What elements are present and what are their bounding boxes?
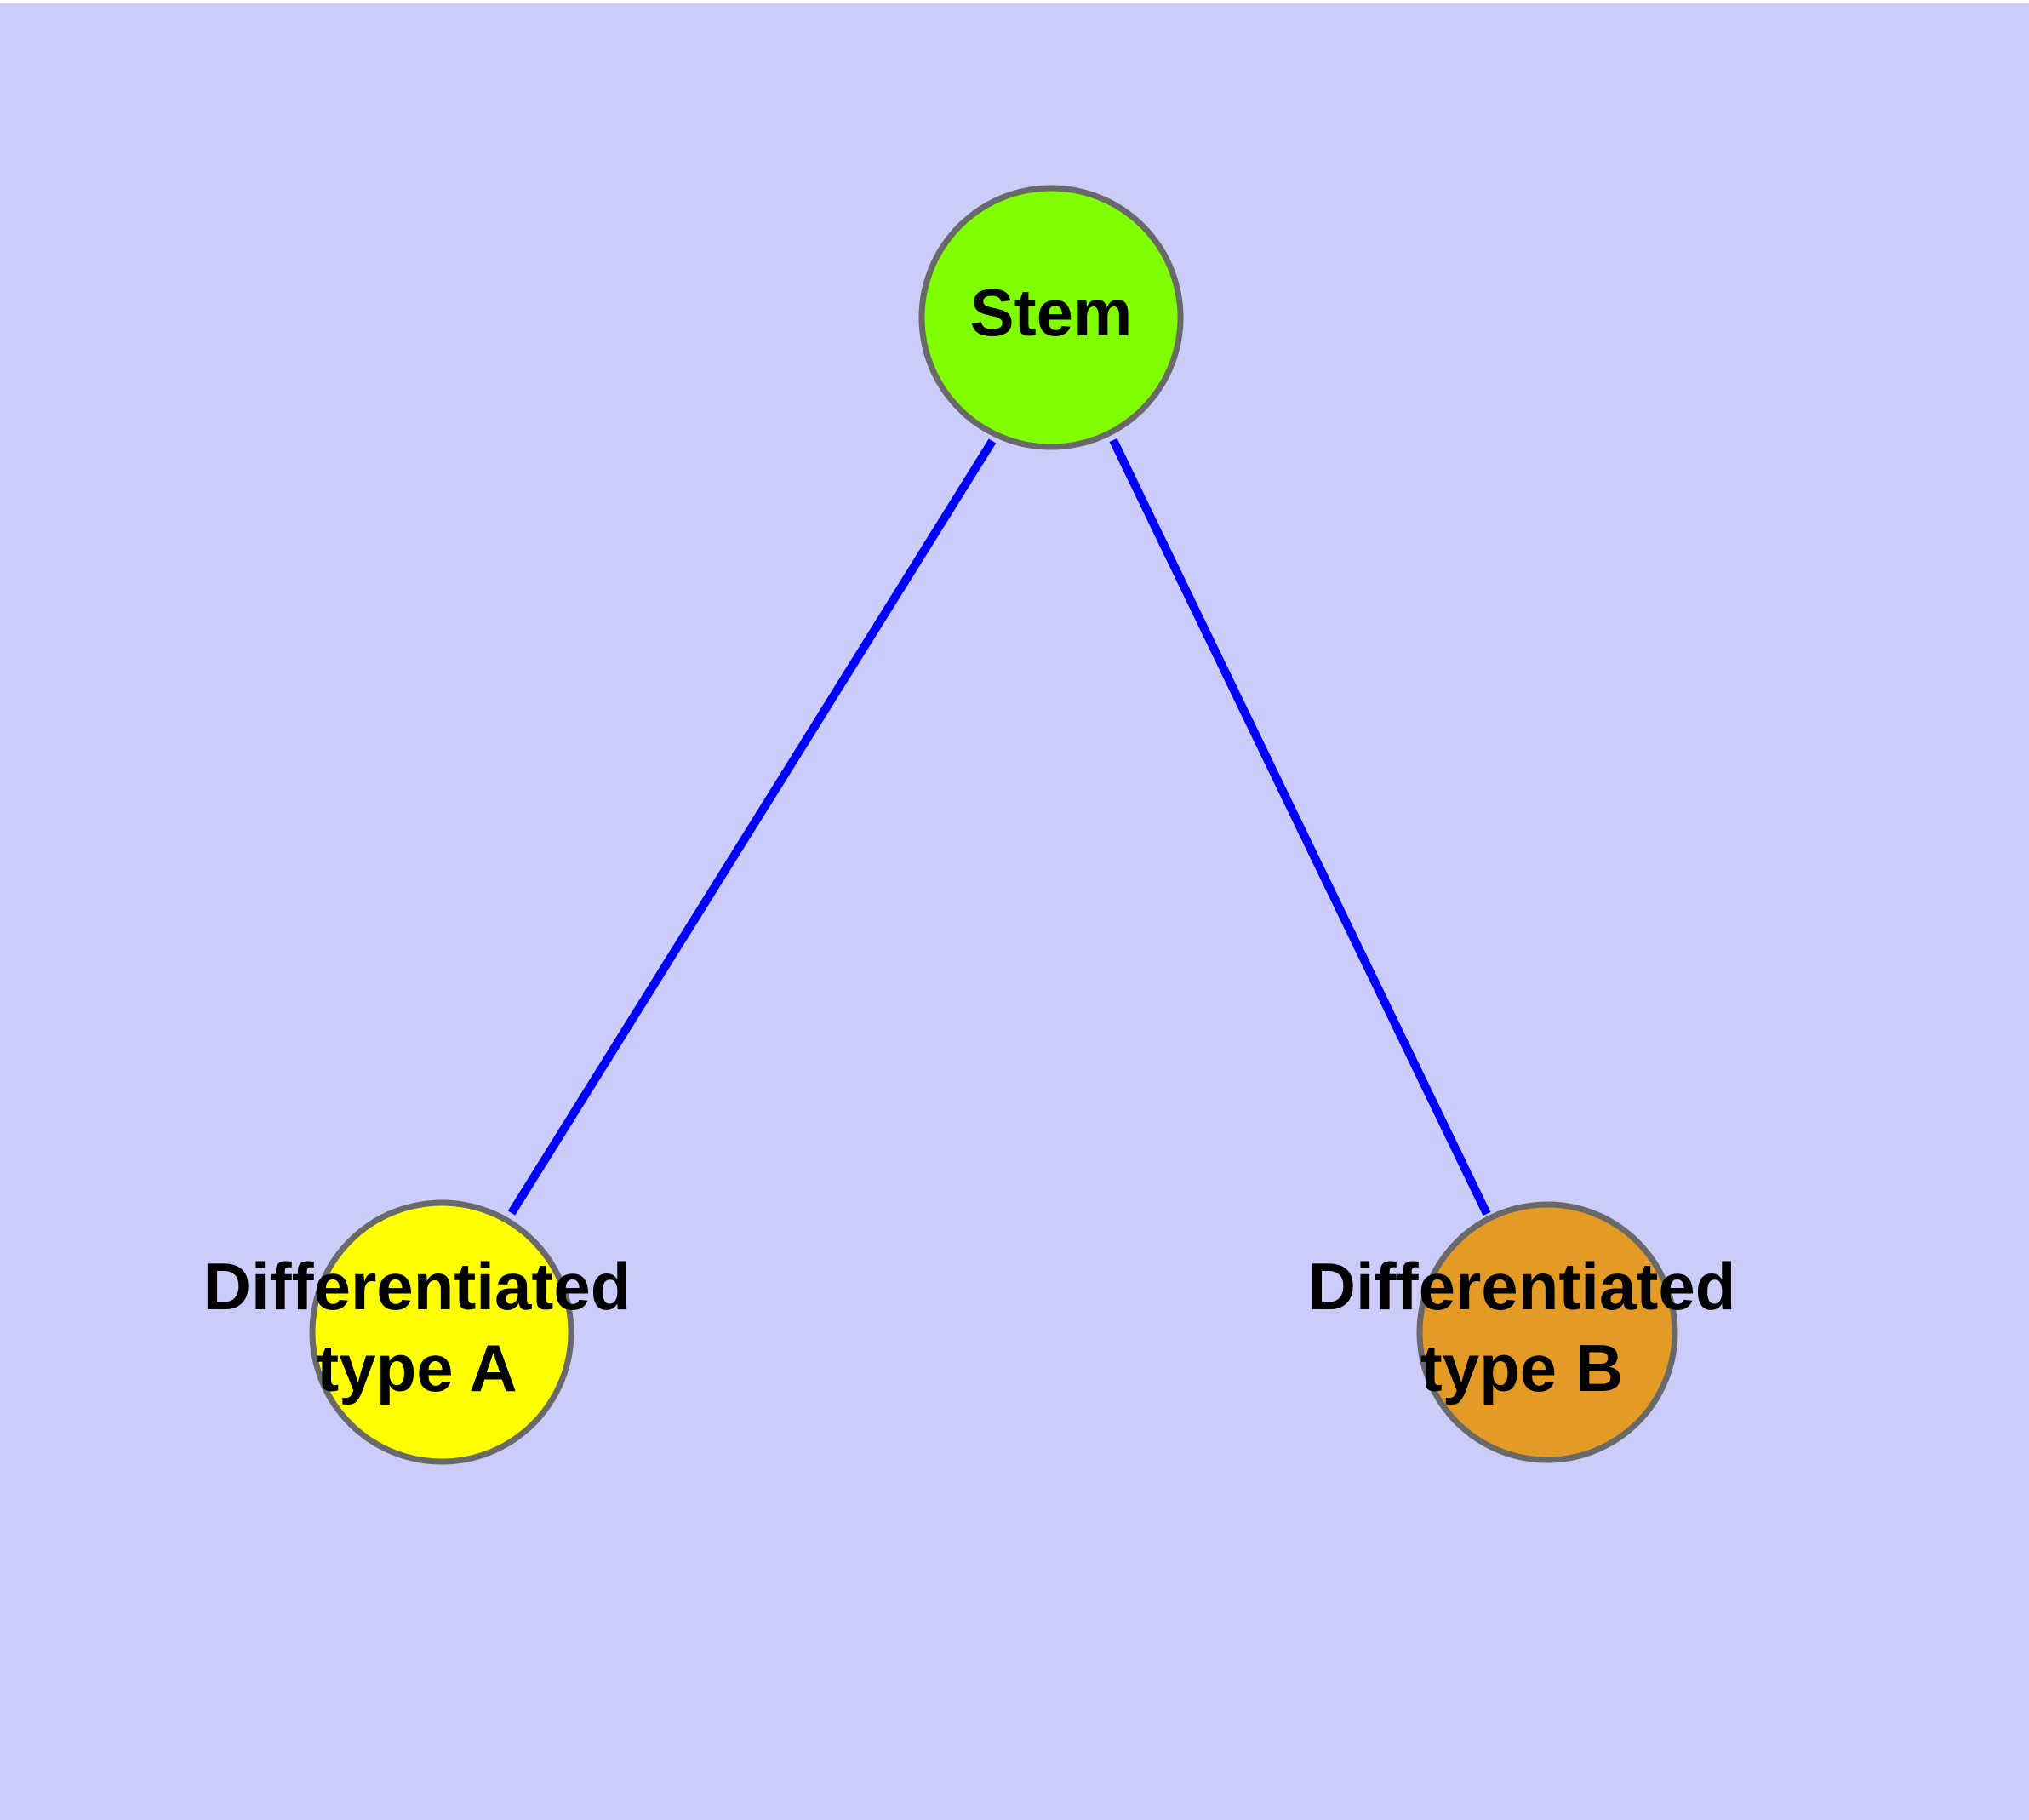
graph-node-stem[interactable] (918, 185, 1184, 450)
graph-edge[interactable] (1109, 438, 1491, 1216)
node-label-line: Differentiated (203, 1249, 632, 1324)
nodes-layer (309, 185, 1678, 1465)
graph-node-diff_b[interactable] (1416, 1201, 1678, 1463)
node-label-line: Stem (970, 275, 1133, 350)
graph-edge[interactable] (507, 438, 997, 1216)
node-label-line: type A (317, 1331, 517, 1405)
node-label-stem: Stem (970, 275, 1133, 350)
node-label-line: Differentiated (1308, 1249, 1736, 1324)
edges-layer (507, 438, 1491, 1216)
node-label-line: type B (1420, 1331, 1623, 1405)
graph-node-diff_a[interactable] (309, 1199, 574, 1465)
